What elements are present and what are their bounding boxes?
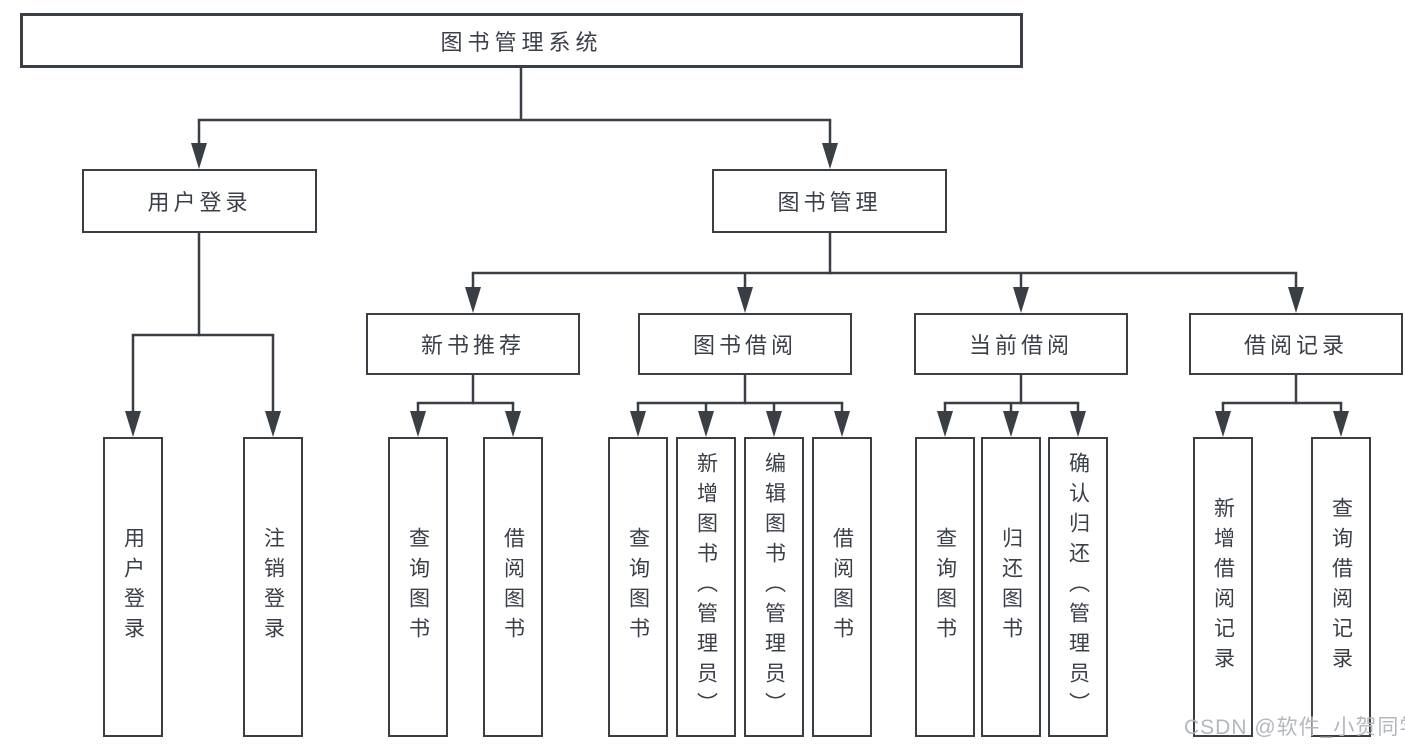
- node-leaf-query-borrow-record: 查询借阅记录: [1311, 437, 1371, 737]
- node-library-system: 图书管理系统: [20, 13, 1023, 68]
- node-leaf-query-books-recommend-label: 查询图书: [406, 527, 430, 647]
- node-leaf-query-books-borrow-label: 查询图书: [626, 527, 650, 647]
- node-book-management-label: 图书管理: [777, 190, 882, 215]
- node-new-book-recommend-label: 新书推荐: [420, 333, 525, 358]
- node-leaf-borrow-books-recommend: 借阅图书: [483, 437, 543, 737]
- csdn-watermark: CSDN @软件_小贺同学: [1184, 716, 1405, 739]
- node-library-system-label: 图书管理系统: [440, 29, 603, 55]
- node-leaf-borrow-books-recommend-label: 借阅图书: [501, 527, 525, 647]
- node-book-borrow: 图书借阅: [638, 313, 852, 375]
- node-current-borrow: 当前借阅: [914, 313, 1128, 375]
- node-user-login: 用户登录: [82, 169, 317, 233]
- node-leaf-add-books-admin: 新增图书（管理员）: [676, 437, 736, 737]
- node-leaf-user-login-label: 用户登录: [121, 527, 145, 647]
- node-leaf-borrow-books-label: 借阅图书: [830, 527, 854, 647]
- node-new-book-recommend: 新书推荐: [366, 313, 580, 375]
- node-leaf-query-books-recommend: 查询图书: [388, 437, 448, 737]
- node-leaf-logout: 注销登录: [243, 437, 303, 737]
- node-leaf-query-books-current-label: 查询图书: [933, 527, 957, 647]
- node-leaf-confirm-return-admin: 确认归还（管理员）: [1048, 437, 1108, 737]
- node-leaf-add-borrow-record-label: 新增借阅记录: [1211, 497, 1235, 677]
- node-book-management: 图书管理: [712, 169, 947, 233]
- node-user-login-label: 用户登录: [147, 190, 252, 215]
- arrowheads: [125, 143, 1349, 437]
- node-leaf-edit-books-admin: 编辑图书（管理员）: [744, 437, 804, 737]
- node-current-borrow-label: 当前借阅: [968, 333, 1073, 358]
- node-leaf-query-books-borrow: 查询图书: [608, 437, 668, 737]
- node-leaf-add-books-admin-label: 新增图书（管理员）: [694, 452, 718, 722]
- node-leaf-confirm-return-admin-label: 确认归还（管理员）: [1066, 452, 1090, 722]
- node-leaf-query-borrow-record-label: 查询借阅记录: [1329, 497, 1353, 677]
- node-leaf-borrow-books: 借阅图书: [812, 437, 872, 737]
- node-book-borrow-label: 图书借阅: [692, 333, 797, 358]
- node-borrow-records: 借阅记录: [1189, 313, 1403, 375]
- node-leaf-add-borrow-record: 新增借阅记录: [1193, 437, 1253, 737]
- node-leaf-user-login: 用户登录: [103, 437, 163, 737]
- node-leaf-return-books-label: 归还图书: [999, 527, 1023, 647]
- node-leaf-edit-books-admin-label: 编辑图书（管理员）: [762, 452, 786, 722]
- tree-edges: [131, 68, 1343, 412]
- node-leaf-logout-label: 注销登录: [261, 527, 285, 647]
- node-leaf-query-books-current: 查询图书: [915, 437, 975, 737]
- node-borrow-records-label: 借阅记录: [1243, 333, 1348, 358]
- node-leaf-return-books: 归还图书: [981, 437, 1041, 737]
